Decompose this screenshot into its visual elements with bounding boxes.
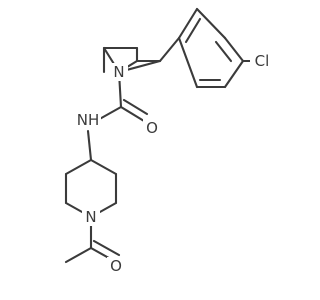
azetidine-nitrogen-label: N	[113, 63, 124, 81]
bond-phenyl-1	[177, 7, 199, 40]
carbonyl-o-label-background	[143, 119, 161, 137]
bond-acetyl-oxygen-b	[92, 239, 121, 257]
bond-piperidine-6	[89, 158, 118, 176]
azetidine-n-label-background	[110, 63, 128, 81]
carbonyl-oxygen-label: O	[146, 119, 158, 137]
bond-acetyl-methyl	[64, 246, 93, 264]
bond-phenyl-4	[223, 59, 245, 89]
acetyl-oxygen-label: O	[110, 257, 122, 275]
bond-phenyl-3	[223, 36, 245, 63]
bond-piperidine-1	[64, 158, 93, 176]
chlorine-label-background	[250, 52, 274, 70]
chemical-structure-diagram: N NH O N O Cl	[64, 7, 274, 275]
amide-n-label-background	[77, 111, 101, 129]
piperidine-nitrogen-label: N	[85, 208, 96, 226]
amide-nitrogen-label: NH	[77, 111, 100, 129]
bond-carbonyl-oxygen-a	[119, 105, 146, 123]
chlorine-label: Cl	[255, 52, 270, 70]
acetyl-o-label-background	[107, 257, 125, 275]
piperidine-n-label-background	[82, 208, 100, 226]
bond-phenyl-link	[158, 36, 181, 63]
bond-phenyl-6	[177, 36, 199, 89]
bond-amide-n-piperidine	[86, 129, 93, 162]
bond-phenyl-inner-1	[184, 17, 202, 44]
bond-phenyl-2	[195, 7, 227, 40]
bond-phenyl-inner-2	[214, 40, 233, 63]
bond-carbonyl-oxygen-b	[122, 98, 149, 116]
